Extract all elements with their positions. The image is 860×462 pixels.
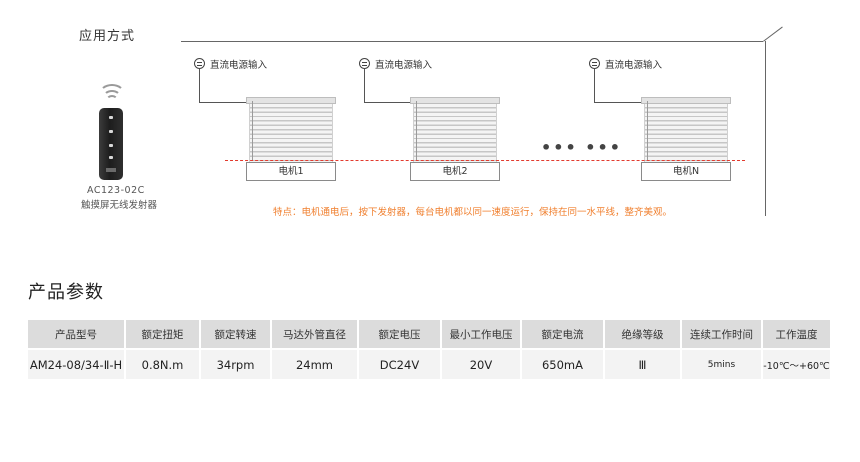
wall-top-line xyxy=(181,41,763,42)
header-cell-work-time: 连续工作时间 xyxy=(681,320,763,348)
dc-plug-icon xyxy=(359,58,370,69)
blind-2: 电机2 xyxy=(410,97,500,185)
dc-plug-icon xyxy=(589,58,600,69)
remote-button-icon xyxy=(109,130,113,133)
remote-button-icon xyxy=(109,144,113,147)
blind-headrail xyxy=(246,97,336,104)
header-cell-temperature: 工作温度 xyxy=(762,320,832,348)
remote-button-icon xyxy=(109,156,113,159)
dc-input-label-2: 直流电源输入 xyxy=(375,60,433,71)
header-cell-insulation: 绝缘等级 xyxy=(604,320,682,348)
remote-logo xyxy=(106,168,116,172)
signal-wave-icon xyxy=(103,90,121,104)
header-cell-min-voltage: 最小工作电压 xyxy=(441,320,522,348)
blind-headrail xyxy=(410,97,500,104)
remote-button-icon xyxy=(109,116,113,119)
level-line xyxy=(225,160,745,161)
signal-wave-icon xyxy=(106,95,118,105)
blind-cord xyxy=(647,101,648,161)
wire xyxy=(594,69,595,102)
dc-plug-icon xyxy=(194,58,205,69)
value-cell-min-voltage: 20V xyxy=(441,350,522,379)
blind-n: 电机N xyxy=(641,97,731,185)
params-title: 产品参数 xyxy=(28,282,104,303)
wire xyxy=(199,102,247,103)
params-value-row: AM24-08/34-Ⅱ-H 0.8N.m 34rpm 24mm DC24V 2… xyxy=(28,350,832,379)
value-cell-torque: 0.8N.m xyxy=(125,350,201,379)
value-cell-insulation: Ⅲ xyxy=(604,350,682,379)
dc-input-label-3: 直流电源输入 xyxy=(605,60,663,71)
header-cell-torque: 额定扭矩 xyxy=(125,320,201,348)
header-cell-current: 额定电流 xyxy=(521,320,605,348)
blind-cord xyxy=(416,101,417,161)
header-cell-speed: 额定转速 xyxy=(200,320,272,348)
value-cell-temperature: -10℃～+60℃ xyxy=(762,350,832,379)
blind-cord xyxy=(252,101,253,161)
wire xyxy=(364,69,365,102)
row-gap xyxy=(28,348,832,350)
remote-name: 触摸屏无线发射器 xyxy=(81,200,158,211)
feature-text: 特点：电机通电后，按下发射器，每台电机都以同一速度运行，保持在同一水平线，整齐美… xyxy=(273,207,673,218)
blind-1: 电机1 xyxy=(246,97,336,185)
signal-wave-icon xyxy=(99,84,125,104)
value-cell-current: 650mA xyxy=(521,350,605,379)
remote-model: AC123-02C xyxy=(87,185,145,196)
value-cell-model: AM24-08/34-Ⅱ-H xyxy=(28,350,126,379)
blind-slats xyxy=(413,104,497,162)
value-cell-tube-diameter: 24mm xyxy=(271,350,359,379)
motor-label-2: 电机2 xyxy=(410,162,500,181)
ellipsis-dots: ••• ••• xyxy=(541,138,622,157)
motor-label-1: 电机1 xyxy=(246,162,336,181)
wire xyxy=(199,69,200,102)
wall-right-line xyxy=(765,41,766,216)
header-cell-tube-diameter: 马达外管直径 xyxy=(271,320,359,348)
application-title: 应用方式 xyxy=(79,29,136,44)
dc-input-label-1: 直流电源输入 xyxy=(210,60,268,71)
wall-corner-line xyxy=(763,26,783,42)
value-cell-voltage: DC24V xyxy=(358,350,442,379)
header-cell-voltage: 额定电压 xyxy=(358,320,442,348)
header-cell-model: 产品型号 xyxy=(28,320,126,348)
row-gap-cell xyxy=(28,348,832,350)
params-header-row: 产品型号 额定扭矩 额定转速 马达外管直径 额定电压 最小工作电压 额定电流 绝… xyxy=(28,320,832,348)
value-cell-speed: 34rpm xyxy=(200,350,272,379)
remote-control-image xyxy=(99,108,123,180)
wire xyxy=(364,102,412,103)
blind-headrail xyxy=(641,97,731,104)
motor-label-n: 电机N xyxy=(641,162,731,181)
value-cell-work-time: 5mins xyxy=(681,350,763,379)
blind-slats xyxy=(644,104,728,162)
blind-slats xyxy=(249,104,333,162)
params-table: 产品型号 额定扭矩 额定转速 马达外管直径 额定电压 最小工作电压 额定电流 绝… xyxy=(28,320,832,379)
wire xyxy=(594,102,642,103)
